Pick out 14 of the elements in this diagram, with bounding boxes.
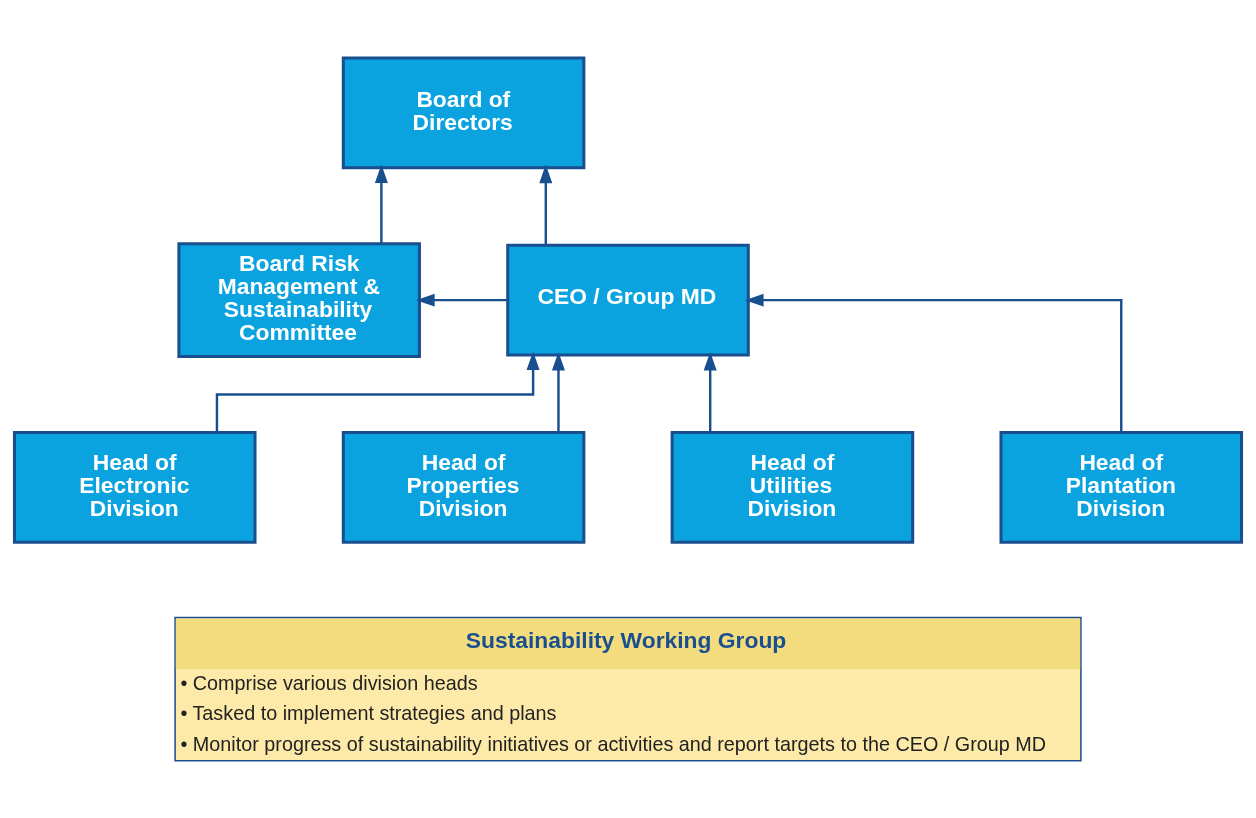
node-box: Head of Utilities Division: [670, 431, 915, 544]
arrow: [215, 351, 540, 433]
arrow: [539, 164, 553, 245]
node-box: Board of Directors: [341, 56, 586, 170]
arrow: [416, 293, 508, 307]
arrow: [703, 351, 717, 433]
node-box: Head of Plantation Division: [999, 431, 1244, 544]
node-box: Board Risk Management & Sustainability Committee: [177, 242, 421, 358]
node-box: Head of Properties Division: [341, 431, 586, 544]
arrow: [374, 164, 388, 244]
node-box: Head of Electronic Division: [12, 431, 257, 544]
arrow: [744, 293, 1123, 433]
node-box: CEO / Group MD: [506, 243, 750, 357]
arrow: [551, 351, 565, 433]
